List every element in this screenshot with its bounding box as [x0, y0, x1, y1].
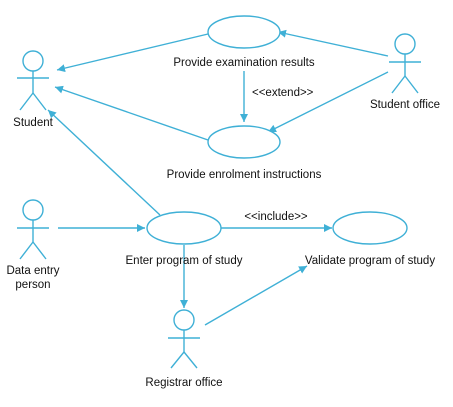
use-case-ellipse[interactable]: [207, 125, 281, 159]
enrolment-to-student-arrow: [54, 85, 209, 141]
actor-registrar-office[interactable]: Registrar office: [145, 309, 223, 389]
use-case-ellipse[interactable]: [207, 15, 281, 49]
stick-figure-icon: [168, 309, 200, 369]
actor-student-office[interactable]: Student office: [370, 33, 440, 111]
actor-label-line1: Data entry: [6, 265, 59, 277]
use-case-enter-program-of-study[interactable]: Enter program of study: [126, 211, 243, 267]
registrar-to-validate-arrow: [204, 265, 308, 326]
use-case-label: Provide enrolment instructions: [167, 169, 322, 181]
use-case-label: Validate program of study: [305, 255, 435, 267]
stick-figure-icon: [389, 33, 421, 94]
use-case-provide-enrolment-instructions[interactable]: Provide enrolment instructions: [167, 125, 322, 181]
use-case-ellipse[interactable]: [332, 211, 408, 245]
use-case-label: Provide examination results: [173, 57, 315, 69]
actor-student[interactable]: Student: [13, 50, 54, 129]
stick-figure-icon: [17, 199, 49, 260]
student-office-to-exam-results-arrow: [277, 29, 389, 57]
actor-label-line2: person: [15, 279, 50, 291]
extend-label: <<extend>>: [252, 87, 314, 99]
actor-label: Student: [13, 117, 53, 129]
use-case-label: Enter program of study: [126, 255, 243, 267]
actor-data-entry-person[interactable]: Data entry person: [6, 199, 60, 291]
actor-label: Registrar office: [145, 377, 222, 389]
actor-label: Student office: [370, 99, 440, 111]
connectors: [47, 29, 389, 326]
use-case-ellipse[interactable]: [146, 211, 222, 245]
student-office-to-enrolment-arrow: [267, 71, 389, 133]
stick-figure-icon: [17, 50, 49, 111]
use-case-provide-examination-results[interactable]: Provide examination results: [173, 15, 315, 69]
use-case-validate-program-of-study[interactable]: Validate program of study: [305, 211, 435, 267]
include-label: <<include>>: [244, 211, 308, 223]
exam-results-to-student-arrow: [56, 33, 209, 73]
enter-program-to-student-arrow: [47, 109, 161, 216]
